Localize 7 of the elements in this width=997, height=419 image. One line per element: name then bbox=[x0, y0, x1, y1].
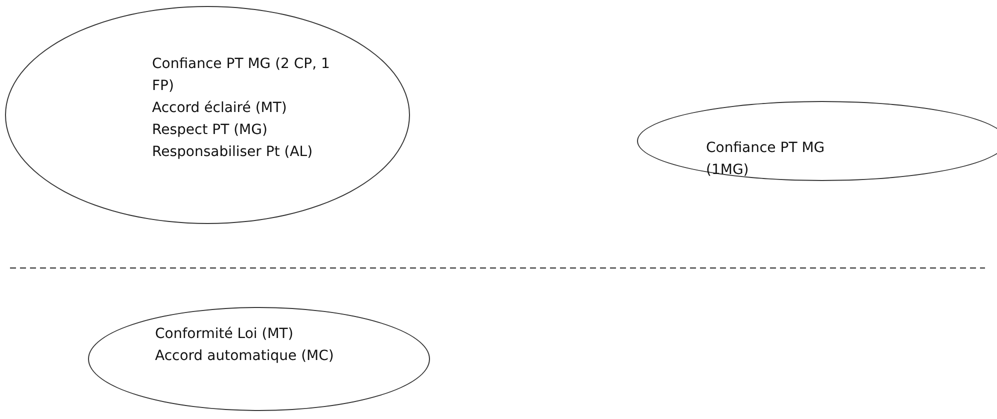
ellipse-text: Confiance PT MG (1MG) bbox=[706, 139, 826, 180]
ellipse-text: Respect PT (MG) bbox=[152, 121, 268, 140]
ellipse-text: Accord éclairé (MT) bbox=[152, 99, 287, 118]
ellipse-text: Confiance PT MG (2 CP, 1 FP) bbox=[152, 55, 331, 96]
ellipse-text: Responsabiliser Pt (AL) bbox=[152, 143, 313, 162]
ellipse-text: Conformité Loi (MT) bbox=[155, 325, 294, 344]
ellipse-text: Accord automatique (MC) bbox=[155, 347, 334, 366]
